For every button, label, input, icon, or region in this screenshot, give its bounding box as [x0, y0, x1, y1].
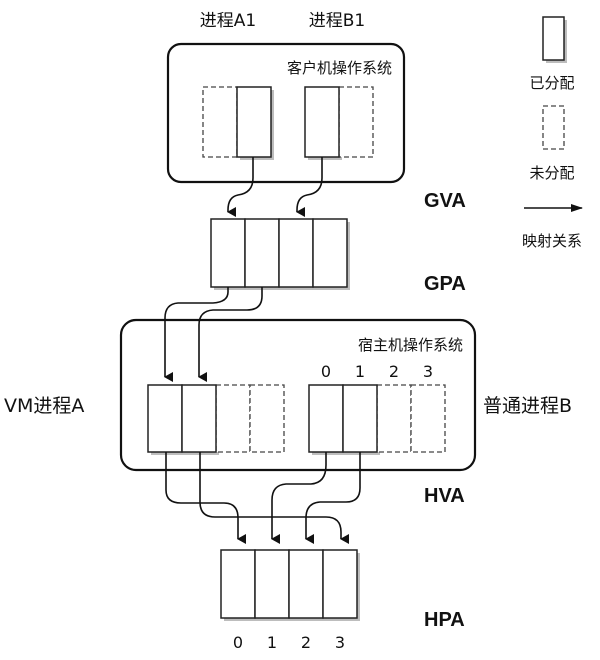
hpa-page-2-allocated — [288, 549, 324, 619]
mapping-arrow — [199, 452, 349, 544]
gpa-pages — [210, 218, 350, 290]
hpa-page-3-allocated — [322, 549, 358, 619]
hpa-page-0-allocated — [220, 549, 256, 619]
vm-process-a-label: VM进程A — [4, 395, 84, 417]
guest-b1-page-0-allocated — [304, 86, 340, 158]
vm-a-page-2-unallocated — [215, 384, 251, 453]
vm-a-page-3-unallocated — [249, 384, 285, 453]
guest-b1-page-1-unallocated — [338, 86, 374, 158]
hpa-index-2: 2 — [301, 633, 311, 652]
guest-process-a1-pages — [202, 86, 274, 160]
guest-a1-page-1-allocated — [236, 86, 272, 158]
mapping-arrow — [198, 287, 263, 382]
normal-process-b-label: 普通进程B — [483, 395, 572, 417]
gpa-page-3-allocated — [312, 218, 348, 288]
legend-allocated-label: 已分配 — [529, 74, 574, 92]
layer-label-hpa: HPA — [424, 609, 465, 631]
vm-a-page-1-allocated — [181, 384, 217, 453]
legend-mapping-label: 映射关系 — [522, 232, 582, 250]
gpa-page-0-allocated — [210, 218, 246, 288]
mapping-arrow — [271, 452, 327, 544]
host-os-label: 宿主机操作系统 — [358, 336, 463, 354]
legend: 已分配 未分配 映射关系 — [522, 16, 583, 250]
host-os-container: 宿主机操作系统 0 1 2 3 — [119, 318, 477, 472]
mapping-arrows — [164, 157, 361, 544]
guest-os-label: 客户机操作系统 — [287, 59, 392, 77]
guest-process-b1-pages — [304, 86, 374, 160]
legend-unallocated-label: 未分配 — [529, 164, 574, 182]
normal-b-page-1-allocated — [342, 384, 378, 453]
gpa-page-2-allocated — [278, 218, 314, 288]
guest-os-container: 客户机操作系统 — [166, 42, 406, 184]
gpa-page-1-allocated — [244, 218, 280, 288]
normal-b-index-0: 0 — [321, 362, 331, 381]
hpa-pages — [220, 549, 360, 621]
hpa-index-3: 3 — [335, 633, 345, 652]
guest-a1-page-0-unallocated — [202, 86, 238, 158]
vm-process-a-pages — [147, 384, 285, 455]
legend-unallocated-swatch — [542, 105, 565, 150]
mapping-arrow — [296, 157, 323, 217]
layer-label-gpa: GPA — [424, 273, 466, 295]
mapping-arrow — [305, 452, 361, 544]
process-a1-label: 进程A1 — [200, 11, 256, 31]
normal-process-b-pages — [308, 384, 446, 455]
hpa-index-1: 1 — [267, 633, 277, 652]
layer-label-hva: HVA — [424, 485, 465, 507]
normal-b-index-3: 3 — [423, 362, 433, 381]
normal-b-page-3-unallocated — [410, 384, 446, 453]
hpa-indices: 0 1 2 3 — [233, 633, 345, 652]
vm-a-page-0-allocated — [147, 384, 183, 453]
normal-b-page-2-unallocated — [376, 384, 412, 453]
hpa-index-0: 0 — [233, 633, 243, 652]
layer-label-gva: GVA — [424, 190, 466, 212]
mapping-arrow — [165, 452, 246, 544]
normal-b-page-0-allocated — [308, 384, 344, 453]
normal-b-index-1: 1 — [355, 362, 365, 381]
hpa-page-1-allocated — [254, 549, 290, 619]
normal-process-b-indices: 0 1 2 3 — [321, 362, 433, 381]
legend-allocated-swatch — [542, 16, 565, 61]
normal-b-index-2: 2 — [389, 362, 399, 381]
mapping-arrow — [227, 157, 254, 217]
mapping-arrow — [164, 287, 229, 382]
process-b1-label: 进程B1 — [309, 11, 365, 31]
